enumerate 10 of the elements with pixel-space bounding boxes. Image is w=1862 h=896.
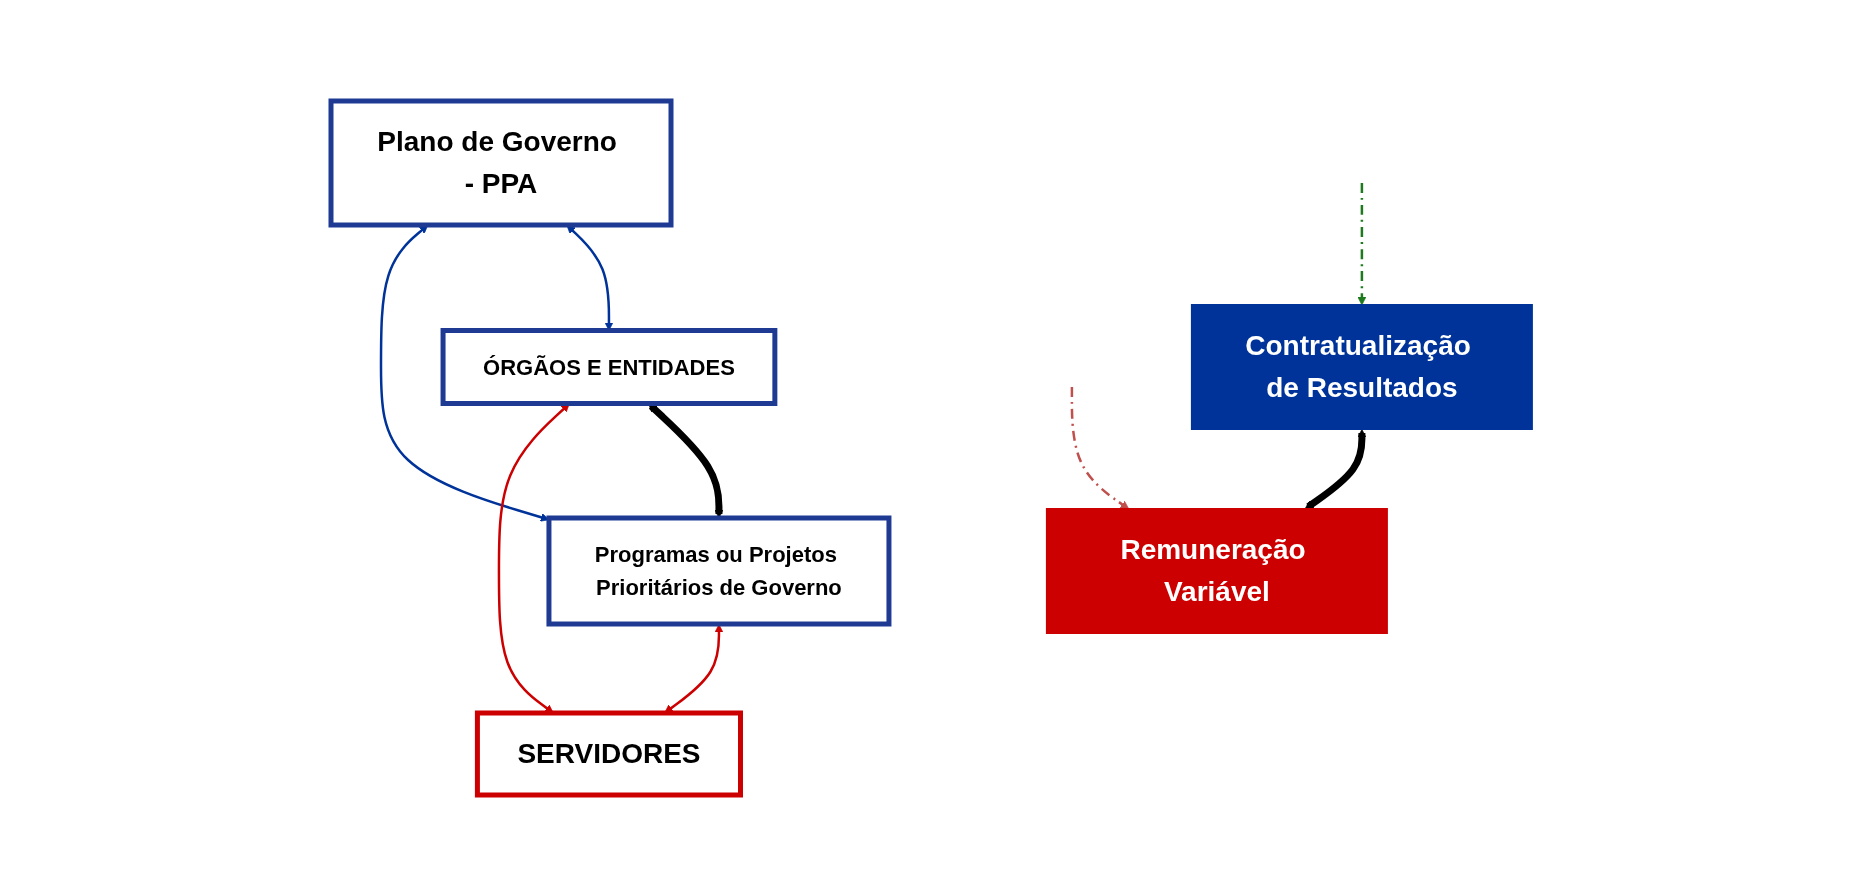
arrow xyxy=(647,403,723,519)
node-box: Programas ou Projetos Prioritários de Governo xyxy=(546,515,891,627)
node-box: ÓRGÃOS E ENTIDADES xyxy=(440,328,777,406)
arrow xyxy=(1070,387,1129,510)
arrow xyxy=(1357,183,1366,306)
node-box: Remuneração Variável xyxy=(1045,508,1388,634)
node-box: Contratualização de Resultados xyxy=(1190,304,1533,430)
node-box: SERVIDORES xyxy=(474,710,743,798)
node-box: Plano de Governo - PPA xyxy=(328,98,674,228)
arrow xyxy=(1304,429,1366,510)
